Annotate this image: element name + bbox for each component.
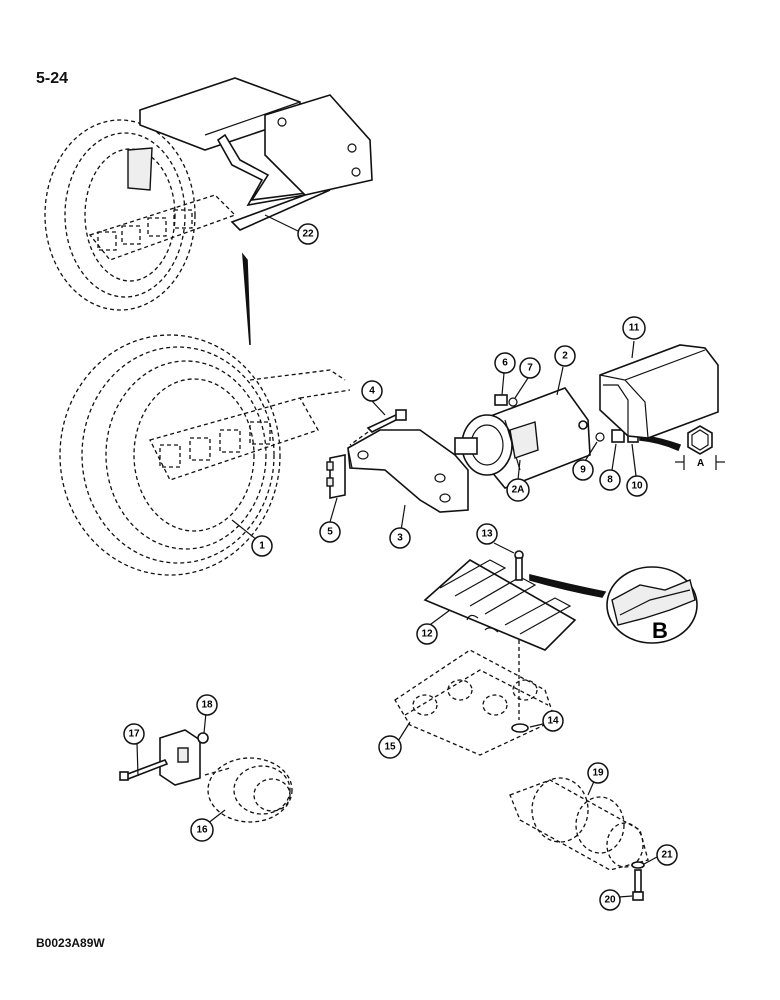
callout-6: 6 [494,352,516,374]
leader-lines [136,214,658,898]
upper-idler-assembly [44,77,373,311]
callout-10: 10 [626,475,648,497]
recoil-cylinder [454,387,713,489]
callout-2: 2 [554,345,576,367]
svg-text:12: 12 [421,629,433,640]
svg-text:6: 6 [502,358,508,369]
hex-dimension: A [675,455,725,470]
svg-text:19: 19 [592,768,604,779]
callout-4: 4 [361,380,383,402]
idler-wheel-assembly [59,334,351,576]
svg-text:4: 4 [369,386,375,397]
detail-b-label: B [652,618,668,643]
track-shoe [423,550,607,651]
callout-7: 7 [519,357,541,379]
callout-19: 19 [587,762,609,784]
callout-9: 9 [572,459,594,481]
svg-text:11: 11 [629,323,640,334]
callout-16: 16 [190,818,214,842]
svg-text:8: 8 [607,475,613,486]
callout-1: 1 [251,535,273,557]
callout-12: 12 [416,623,438,645]
callout-22: 22 [297,223,319,245]
callout-11: 11 [622,316,646,340]
figure-code: B0023A89W [36,936,105,950]
yoke-assembly [326,409,469,513]
detail-b: B [606,566,698,644]
page-number: 5-24 [36,70,69,87]
callout-3: 3 [389,527,411,549]
callout-21: 21 [656,844,678,866]
svg-text:7: 7 [527,363,533,374]
svg-text:5: 5 [327,527,333,538]
callout-15: 15 [378,735,402,759]
callout-18: 18 [196,694,218,716]
callout-8: 8 [599,469,621,491]
svg-text:20: 20 [604,895,616,906]
svg-text:15: 15 [384,742,396,753]
track-link-assembly [394,640,556,756]
carrier-roller [119,729,293,823]
svg-text:13: 13 [481,529,493,540]
svg-text:17: 17 [128,729,140,740]
callout-17: 17 [123,723,145,745]
track-roller [509,777,649,901]
callout-14: 14 [542,710,564,732]
callout-13: 13 [476,523,498,545]
svg-text:1: 1 [259,541,265,552]
svg-text:22: 22 [302,229,314,240]
svg-text:18: 18 [201,700,213,711]
svg-text:3: 3 [397,533,403,544]
callout-20: 20 [599,889,621,911]
cover [599,344,719,439]
svg-text:16: 16 [196,825,208,836]
svg-text:21: 21 [661,850,673,861]
svg-text:10: 10 [631,481,643,492]
svg-text:14: 14 [547,716,559,727]
callout-5: 5 [319,521,341,543]
callout-2a: 2A [506,478,530,502]
svg-text:9: 9 [580,465,586,476]
svg-text:2: 2 [562,351,568,362]
svg-text:2A: 2A [512,485,525,496]
dimension-a-label: A [697,458,704,469]
